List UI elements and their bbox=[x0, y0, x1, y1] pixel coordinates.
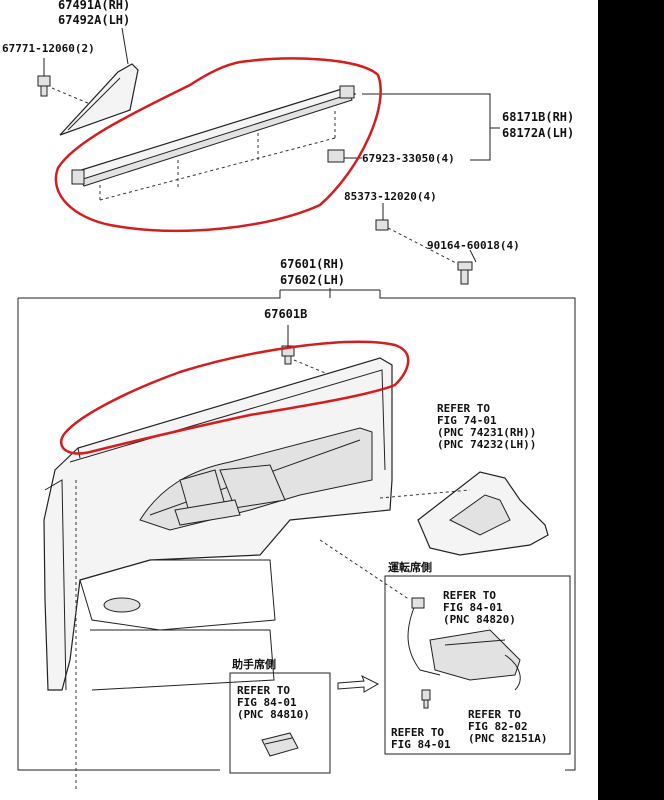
label-67923: 67923-33050(4) bbox=[362, 152, 455, 165]
clip-67601b-part bbox=[281, 325, 331, 376]
refer-74-line3: (PNC 74231(RH)) bbox=[437, 426, 536, 439]
label-67492a: 67492A(LH) bbox=[58, 13, 130, 27]
label-85373: 85373-12020(4) bbox=[344, 190, 437, 203]
passenger-side-box bbox=[229, 672, 331, 774]
driver-side-title: 運転席側 bbox=[388, 560, 432, 574]
passenger-side-title: 助手席側 bbox=[232, 657, 276, 671]
label-68171b: 68171B(RH) bbox=[502, 110, 574, 124]
refer-84810-line1: REFER TO bbox=[237, 684, 290, 697]
label-68172a: 68172A(LH) bbox=[502, 126, 574, 140]
label-67491a: 67491A(RH) bbox=[58, 0, 130, 12]
refer-84810-line2: FIG 84-01 bbox=[237, 696, 297, 709]
refer-82151-line3: (PNC 82151A) bbox=[468, 732, 547, 745]
refer-74-line1: REFER TO bbox=[437, 402, 490, 415]
refer-84810-line3: (PNC 84810) bbox=[237, 708, 310, 721]
label-67601b: 67601B bbox=[264, 307, 307, 321]
clip-85373-part bbox=[375, 203, 461, 266]
triangle-trim-part bbox=[59, 27, 139, 136]
switch-bezel-trim-part bbox=[417, 471, 549, 556]
clip-67771-part bbox=[37, 58, 91, 105]
label-67771: 67771-12060(2) bbox=[2, 42, 95, 55]
red-highlight-weatherstrip bbox=[54, 57, 382, 232]
assembly-bracket-frame bbox=[17, 290, 576, 771]
arrow-right-icon bbox=[337, 674, 380, 693]
refer-82151-line1: REFER TO bbox=[468, 708, 521, 721]
screw-90164-part bbox=[457, 249, 477, 285]
label-67602: 67602(LH) bbox=[280, 273, 345, 287]
label-67601: 67601(RH) bbox=[280, 257, 345, 271]
red-highlight-upper-trim bbox=[59, 340, 410, 455]
driver-side-box bbox=[384, 575, 571, 755]
weatherstrip-68171b-part bbox=[71, 85, 500, 201]
refer-8401-line2: FIG 84-01 bbox=[391, 738, 451, 751]
refer-74-line2: FIG 74-01 bbox=[437, 414, 497, 427]
right-black-border bbox=[598, 0, 664, 800]
driver-switch-part bbox=[407, 597, 521, 709]
refer-74-line4: (PNC 74232(LH)) bbox=[437, 438, 536, 451]
passenger-switch-part bbox=[261, 732, 299, 757]
label-90164: 90164-60018(4) bbox=[427, 239, 520, 252]
refer-84820-line2: FIG 84-01 bbox=[443, 601, 503, 614]
refer-84820-line3: (PNC 84820) bbox=[443, 613, 516, 626]
refer-82151-line2: FIG 82-02 bbox=[468, 720, 528, 733]
refer-8401-line1: REFER TO bbox=[391, 726, 444, 739]
refer-84820-line1: REFER TO bbox=[443, 589, 496, 602]
